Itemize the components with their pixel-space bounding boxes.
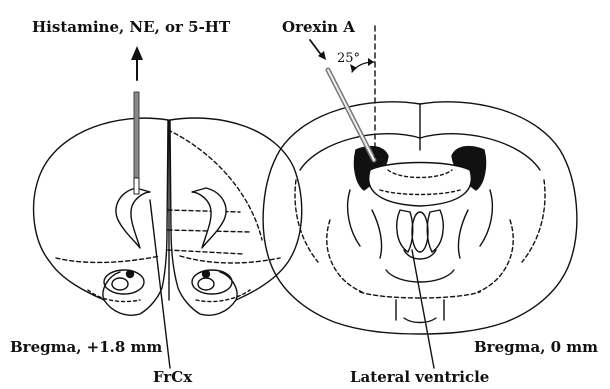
drugs-label: Histamine, NE, or 5-HT: [32, 20, 230, 35]
lateral-ventricle-pointer-line: [412, 250, 434, 368]
left-ventricle-shape: [116, 188, 150, 248]
angle-label: 25°: [337, 52, 360, 65]
right-coronal-section: [263, 26, 577, 334]
bregma-right-label: Bregma, 0 mm: [474, 340, 598, 355]
bregma-left-label: Bregma, +1.8 mm: [10, 340, 162, 355]
orexin-arrow: [310, 40, 322, 56]
orexin-label: Orexin A: [282, 20, 355, 35]
left-hemisphere-outline: [34, 118, 168, 315]
left-coronal-section: [34, 46, 302, 315]
right-ventricle-shape: [192, 188, 226, 248]
lateral-ventricle-label: Lateral ventricle: [350, 370, 489, 385]
frcx-label: FrCx: [153, 370, 192, 385]
